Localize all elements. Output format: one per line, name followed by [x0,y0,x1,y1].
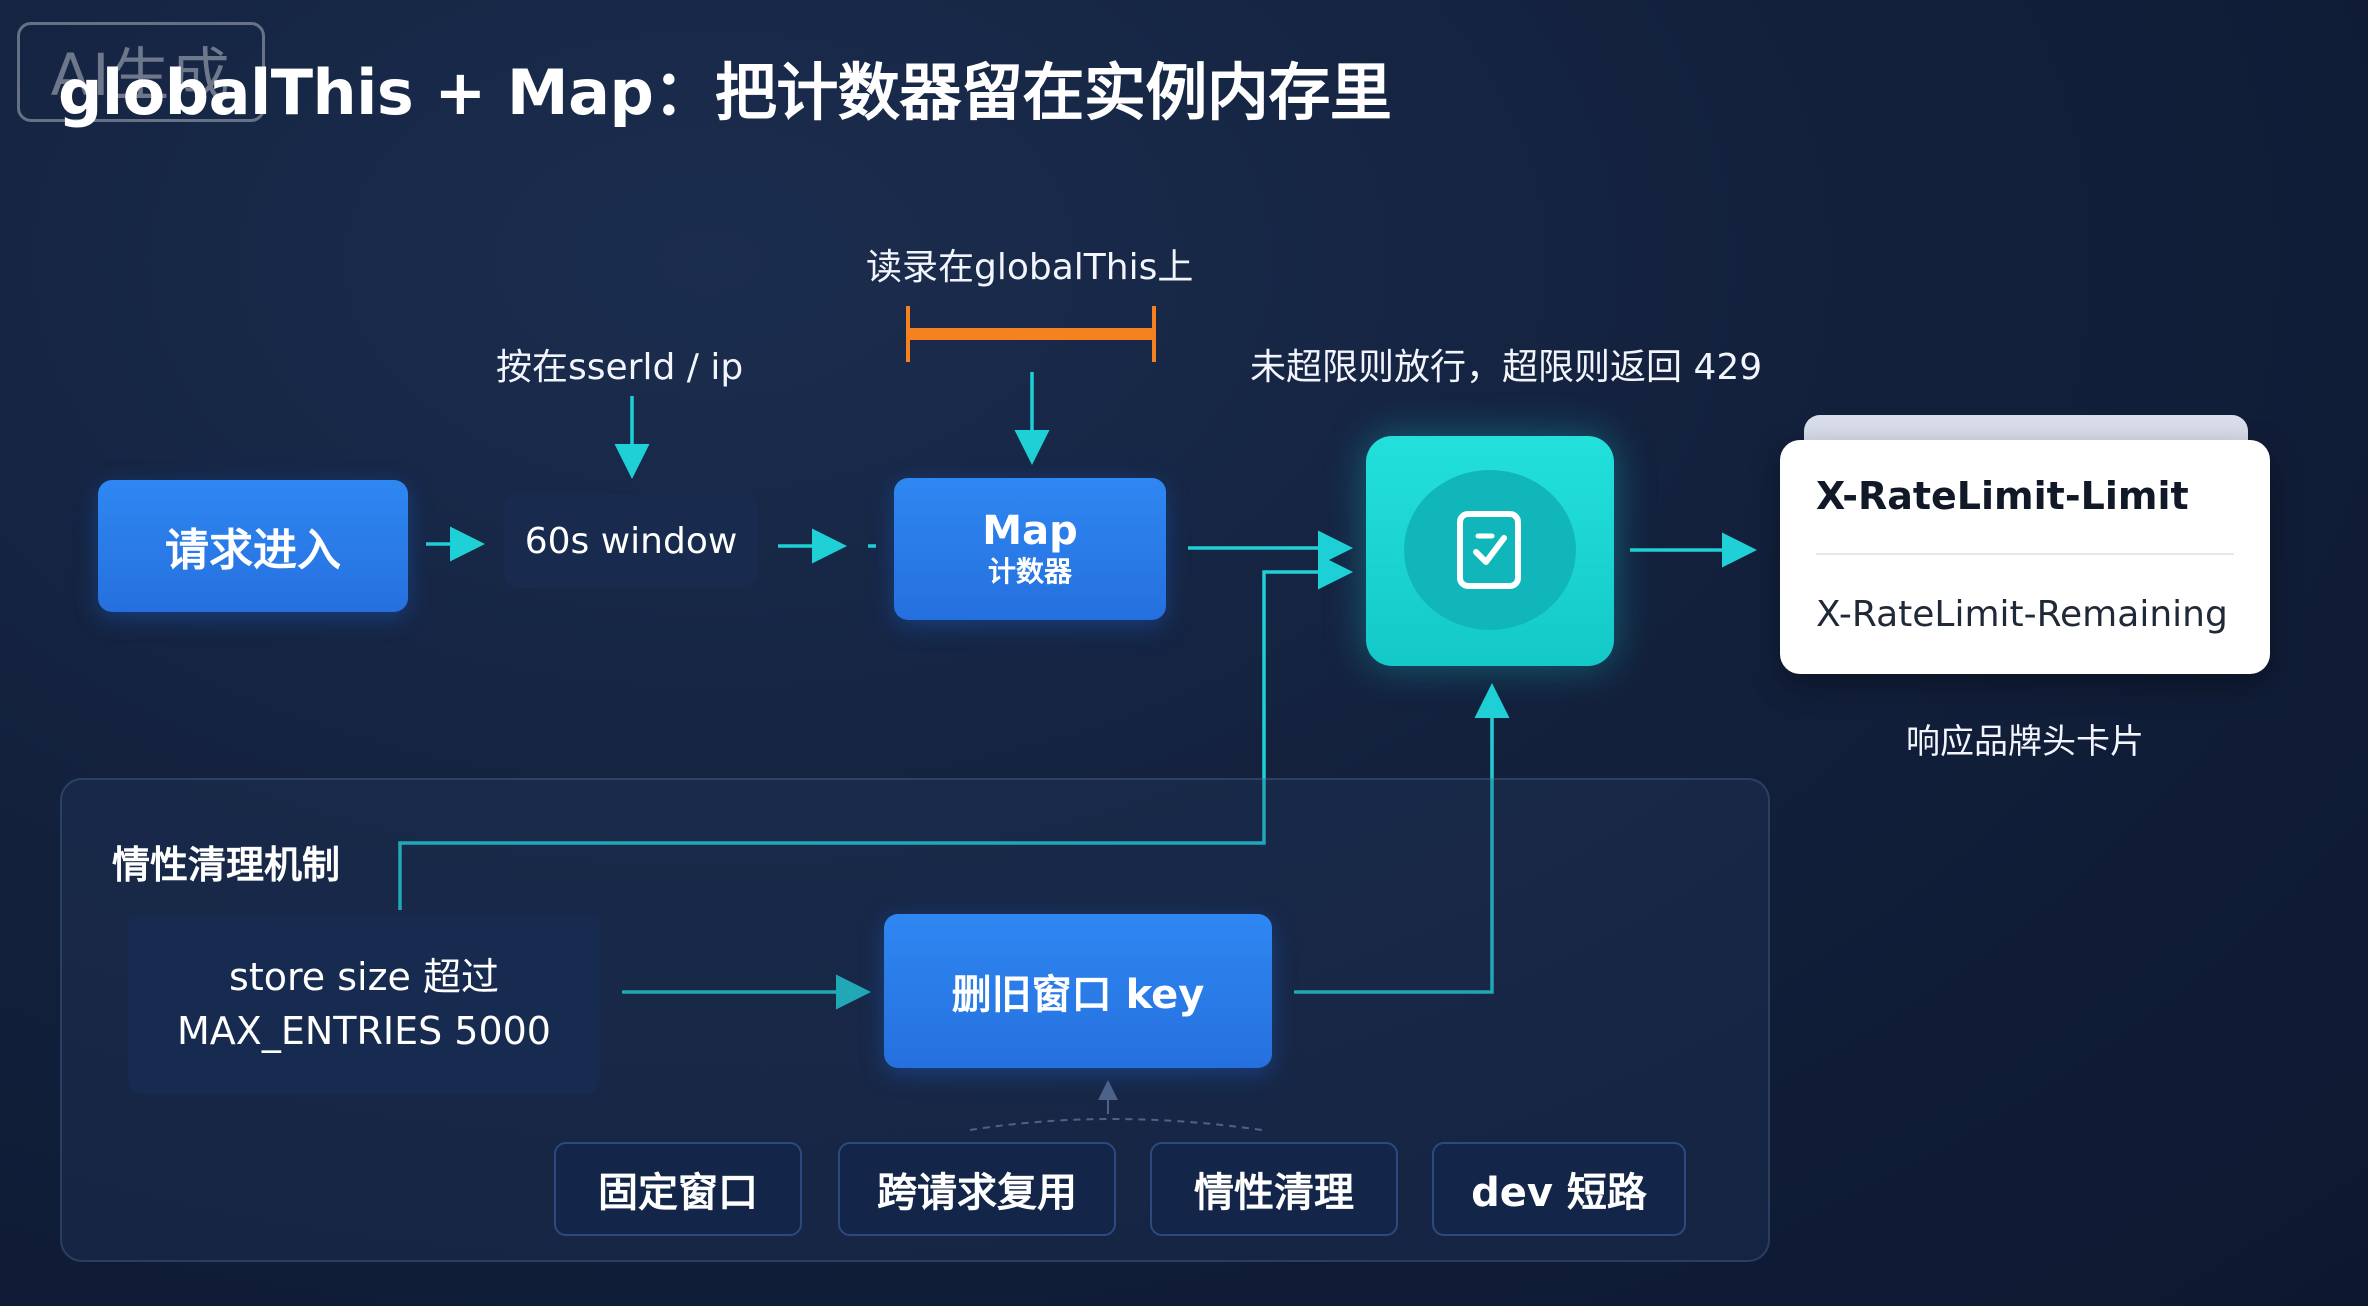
chip-cross-request-reuse: 跨请求复用 [838,1142,1116,1236]
window-node-label: 60s window [524,520,738,562]
globalthis-record-label: 读录在globalThis上 [866,247,1194,288]
request-node-label: 请求进入 [165,525,341,576]
ai-generated-watermark: AI生成 [17,22,265,122]
allow-or-429-label: 未超限则放行，超限则返回 429 [1250,347,1763,388]
request-node: 请求进入 [98,480,408,612]
store-size-node: store size 超过 MAX_ENTRIES 5000 [128,914,600,1094]
delete-old-key-label: 删旧窗口 key [951,972,1205,1018]
card-divider [1816,553,2234,555]
store-size-line2: MAX_ENTRIES 5000 [177,1009,551,1053]
chip-lazy-cleanup: 情性清理 [1150,1142,1398,1236]
map-counter-node: Map 计数器 [894,478,1166,620]
dashed-chips-to-delete [969,1118,1263,1131]
by-user-label: 按在sserld / ip [496,347,744,388]
store-size-line1: store size 超过 [229,955,499,999]
header-remaining: X-RateLimit-Remaining [1816,594,2228,635]
rate-check-circle [1404,470,1576,630]
header-limit: X-RateLimit-Limit [1816,474,2189,518]
rate-limit-header-card: X-RateLimit-Limit X-RateLimit-Remaining [1780,440,2270,674]
window-node: 60s window [504,494,758,588]
map-node-subtitle: 计数器 [987,555,1072,588]
card-caption: 响应品牌头卡片 [1906,722,2144,762]
chip-fixed-window: 固定窗口 [554,1142,802,1236]
document-check-icon [1457,511,1521,589]
globalthis-bracket [906,306,1156,362]
arrow-delete-to-check [1294,683,1510,994]
chip-dev-shortcircuit: dev 短路 [1432,1142,1686,1236]
page-title: globalThis + Map：把计数器留在实例内存里 [58,56,1392,129]
map-node-title: Map [982,508,1078,554]
delete-old-key-node: 删旧窗口 key [884,914,1272,1068]
arrow-lazy-to-check [398,554,1353,910]
lazy-cleanup-title: 情性清理机制 [112,843,341,887]
